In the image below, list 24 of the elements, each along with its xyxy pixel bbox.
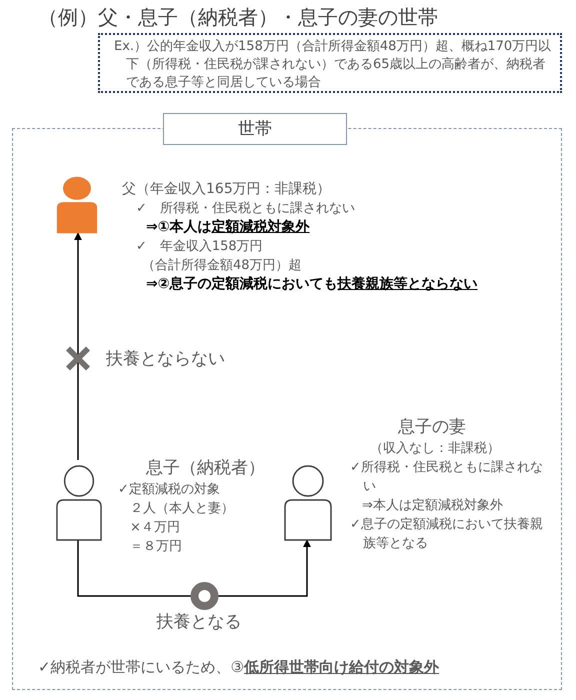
description-text: ✓所得税・住民税ともに課されない [350,459,544,496]
person-icon [56,176,98,234]
description-text: ×４万円 [130,519,180,537]
arrow [77,539,311,597]
group-title: 世帯 [163,113,347,145]
note-text: ✓納税者が世帯にいるため、③低所得世帯向け給付の対象外 [38,657,440,678]
description-text: ⇒②息子の定額減税においても扶養親族等とならない [146,275,478,294]
description-text: ＝８万円 [130,538,182,556]
description-text: ✓ 年金収入158万円 [136,238,263,256]
description-text: ⇒本人は定額減税対象外 [362,497,503,515]
title: （例）父・息子（納税者）・息子の妻の世帯 [38,4,438,31]
note-box: Ex.）公的年金収入が158万円（合計所得金額48万円）超、概ね170万円以下（所得税・住民税が課されない）である65歳以上の高齢者が、納税者である息子等と同居している場合 [98,33,562,93]
description-text: ２人（本人と妻） [130,500,234,518]
description-text: （合計所得金額48万円）超 [142,257,302,275]
arrow [74,232,82,460]
description-text: 息子の妻 [398,416,466,439]
description-text: ✓ 所得税・住民税ともに課されない [136,200,355,218]
description-text: （収入なし：非課税） [370,440,500,458]
description-text: 息子（納税者） [146,457,265,480]
description-text: ✓定額減税の対象 [118,481,220,499]
description-text: 父（年金収入165万円：非課税） [122,180,331,199]
edge-label: 扶養とならない [106,346,225,370]
description-text: ✓息子の定額減税において扶養親族等となる [350,516,544,553]
description-text: ⇒①本人は定額減税対象外 [146,218,310,237]
